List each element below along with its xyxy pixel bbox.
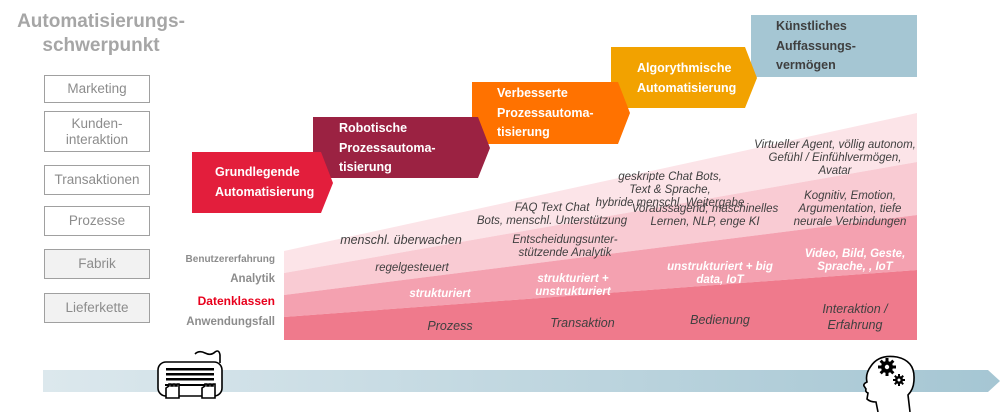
stage-algorythmische-automatisierung: Algorythmische Automatisierung (637, 61, 737, 95)
cell-anwendungsfall-1: Prozess (427, 319, 473, 333)
band-datenklassen (284, 215, 917, 317)
stage-robotische-prozessautomatisierung-shape[interactable] (313, 117, 490, 178)
cell-benutzererfahrung-1: menschl. überwachen (340, 233, 462, 247)
stage-algorythmische-automatisierung-shape[interactable] (611, 47, 757, 108)
focus-area-marketing[interactable]: Marketing (44, 75, 150, 103)
cell-datenklassen-3: unstrukturiert + big data, IoT (667, 261, 773, 286)
row-label-benutzererfahrung: Benutzererfahrung (185, 254, 275, 265)
cell-datenklassen-4: Video, Bild, Geste, Sprache, , IoT (804, 248, 906, 273)
focus-area-lieferkette[interactable]: Lieferkette (44, 293, 150, 323)
cell-analytik-4: Kognitiv, Emotion, Argumentation, tiefe … (793, 190, 907, 228)
stage-grundlegende-automatisierung: Grundlegende Automatisierung (215, 165, 315, 199)
stage-robotische-prozessautomatisierung: Robotische Prozessautoma- tisierung (339, 121, 436, 174)
stage-kuenstliches-auffassungsvermoegen-shape[interactable] (751, 15, 917, 77)
head-gears-icon (863, 355, 915, 412)
row-label-anwendungsfall: Anwendungsfall (186, 316, 275, 328)
keyboard-hands-icon (157, 350, 223, 399)
cell-analytik-1: regelgesteuert (375, 262, 449, 274)
cell-benutzererfahrung-3: geskripte Chat Bots, Text & Sprache, hyb… (595, 171, 745, 209)
focus-area-transaktionen[interactable]: Transaktionen (44, 165, 150, 195)
stage-kuenstliches-auffassungsvermoegen: Künstliches Auffassungs- vermögen (776, 19, 856, 72)
focus-area-kundeninteraktion[interactable]: Kunden- interaktion (44, 111, 150, 152)
cell-analytik-3: Voraussagend, maschinelles Lernen, NLP, … (631, 203, 779, 228)
band-anwendungsfall (284, 270, 917, 340)
cell-anwendungsfall-4: Interaktion / Erfahrung (822, 302, 888, 332)
cell-benutzererfahrung-2: FAQ Text Chat Bots, menschl. Unterstützu… (476, 202, 628, 227)
row-label-analytik: Analytik (230, 273, 275, 285)
focus-area-fabrik[interactable]: Fabrik (44, 249, 150, 279)
band-analytik (284, 162, 917, 295)
focus-area-prozesse[interactable]: Prozesse (44, 206, 150, 236)
stage-grundlegende-automatisierung-shape[interactable] (192, 152, 333, 213)
cell-datenklassen-2: strukturiert + unstrukturiert (535, 273, 611, 298)
sidebar-title: Automatisierungs- schwerpunkt (17, 11, 185, 56)
cell-datenklassen-1: strukturiert (409, 288, 471, 300)
cell-anwendungsfall-3: Bedienung (690, 313, 750, 327)
cell-anwendungsfall-2: Transaktion (550, 316, 615, 330)
stage-verbesserte-prozessautomatisierung: Verbesserte Prozessautoma- tisierung (497, 86, 594, 139)
timeline-arrow (43, 370, 1000, 392)
cell-analytik-2: Entscheidungsunter- stützende Analytik (512, 234, 618, 259)
row-label-datenklassen: Datenklassen (197, 294, 275, 308)
cell-benutzererfahrung-4: Virtueller Agent, völlig autonom, Gefühl… (754, 139, 916, 177)
band-benutzererfahrung (284, 113, 917, 273)
stage-verbesserte-prozessautomatisierung-shape[interactable] (472, 82, 630, 144)
